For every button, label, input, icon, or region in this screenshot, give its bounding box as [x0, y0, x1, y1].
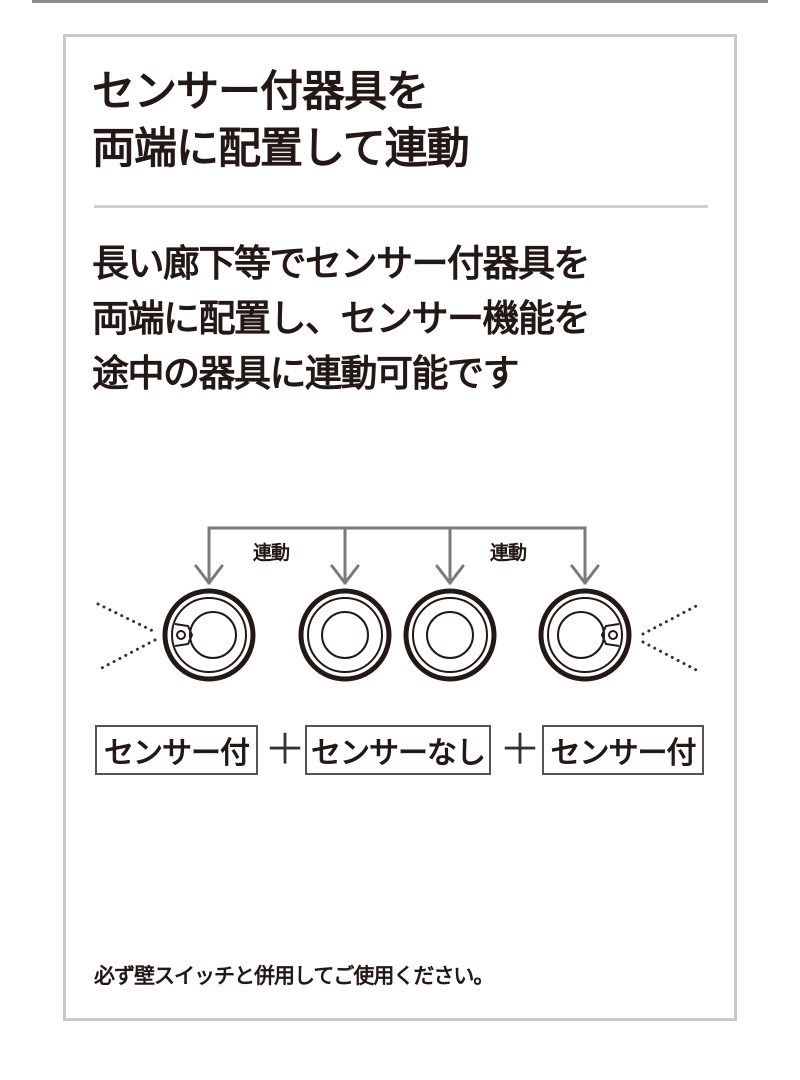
sensor-range-left-icon — [96, 602, 157, 672]
label-sensor-fixture: センサー付 — [95, 725, 258, 775]
label-sensor-fixture: センサー付 — [542, 725, 704, 775]
panel-heading: センサー付器具を 両端に配置して連動 — [92, 64, 712, 178]
description-text: 長い廊下等でセンサー付器具を 両端に配置し、センサー機能を 途中の器具に連動可能… — [92, 236, 722, 401]
description-line-2: 両端に配置し、センサー機能を — [92, 297, 591, 340]
arrow-down-icon — [194, 564, 600, 585]
fixture-icon — [298, 588, 392, 682]
fixture-sensor-icon — [162, 588, 256, 682]
description-line-1: 長い廊下等でセンサー付器具を — [92, 242, 591, 285]
linkage-bracket — [207, 526, 587, 585]
description-line-3: 途中の器具に連動可能です — [92, 352, 520, 395]
usage-note: 必ず壁スイッチと併用してご使用ください。 — [94, 964, 494, 988]
link-label: 連動 — [253, 542, 290, 564]
plus-icon: ＋ — [264, 725, 307, 774]
plus-icon: ＋ — [499, 725, 542, 774]
fixture-icon — [403, 588, 497, 682]
label-no-sensor-fixture: センサーなし — [305, 725, 491, 775]
top-rule — [32, 0, 768, 3]
heading-line-1: センサー付器具を — [92, 67, 429, 117]
heading-line-2: 両端に配置して連動 — [92, 124, 470, 174]
fixture-sensor-icon — [538, 588, 632, 682]
link-label: 連動 — [490, 542, 527, 564]
heading-divider — [94, 205, 708, 208]
sensor-range-right-icon — [641, 602, 702, 674]
